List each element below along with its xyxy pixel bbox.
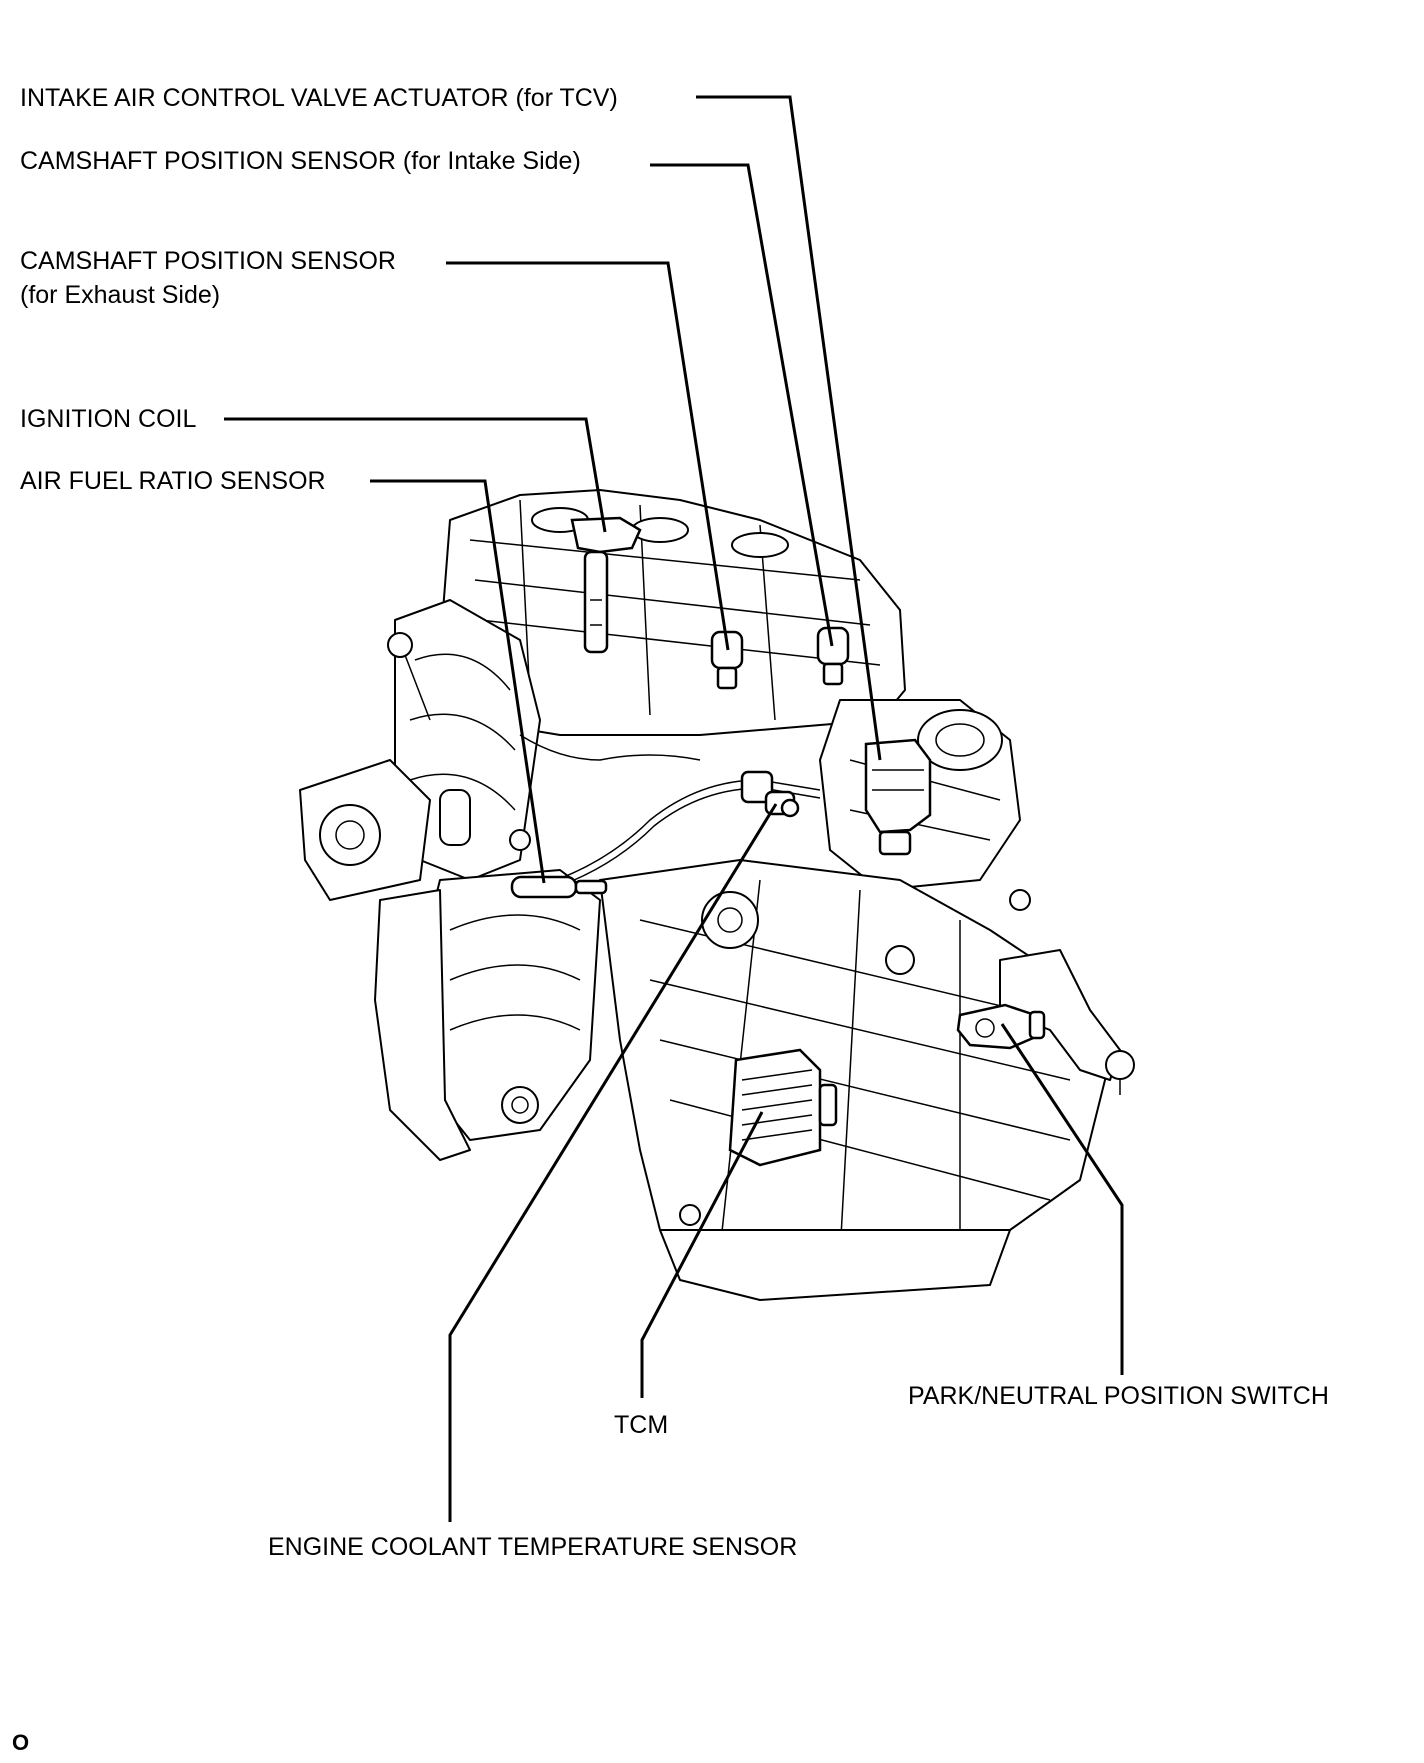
camshaft-position-sensor-intake-part	[816, 626, 850, 686]
ignition-coil-part	[570, 516, 642, 654]
label-engine-coolant-temperature-sensor: ENGINE COOLANT TEMPERATURE SENSOR	[268, 1533, 797, 1561]
leader-tcm	[640, 1111, 764, 1398]
label-intake-air-control-valve-actuator: INTAKE AIR CONTROL VALVE ACTUATOR (for T…	[20, 84, 618, 112]
air-fuel-ratio-sensor-part	[510, 770, 774, 899]
leader-engine-coolant-temperature-sensor	[448, 803, 778, 1522]
figure-code: O	[12, 1730, 29, 1755]
leader-park-neutral-position-switch	[1000, 1023, 1124, 1375]
label-ignition-coil: IGNITION COIL	[20, 405, 197, 433]
camshaft-position-sensor-exhaust-part	[710, 630, 744, 690]
tcm-part	[728, 1048, 838, 1167]
leader-lines	[224, 95, 1124, 1522]
park-neutral-position-switch-part	[956, 1003, 1046, 1050]
leader-camshaft-intake	[650, 163, 834, 647]
label-park-neutral-position-switch: PARK/NEUTRAL POSITION SWITCH	[908, 1382, 1329, 1410]
label-camshaft-position-sensor-exhaust-line2: (for Exhaust Side)	[20, 281, 220, 309]
label-camshaft-position-sensor-exhaust-line1: CAMSHAFT POSITION SENSOR	[20, 247, 396, 275]
engine-illustration	[299, 489, 1135, 1301]
label-air-fuel-ratio-sensor: AIR FUEL RATIO SENSOR	[20, 467, 326, 495]
leader-camshaft-exhaust	[446, 261, 730, 651]
leader-air-fuel-ratio-sensor	[370, 479, 546, 884]
intake-air-control-valve-actuator-part	[864, 738, 932, 856]
label-tcm: TCM	[614, 1411, 668, 1439]
leader-intake-air-control-valve-actuator	[696, 95, 882, 761]
label-camshaft-position-sensor-intake: CAMSHAFT POSITION SENSOR (for Intake Sid…	[20, 147, 581, 175]
leader-ignition-coil	[224, 417, 607, 533]
